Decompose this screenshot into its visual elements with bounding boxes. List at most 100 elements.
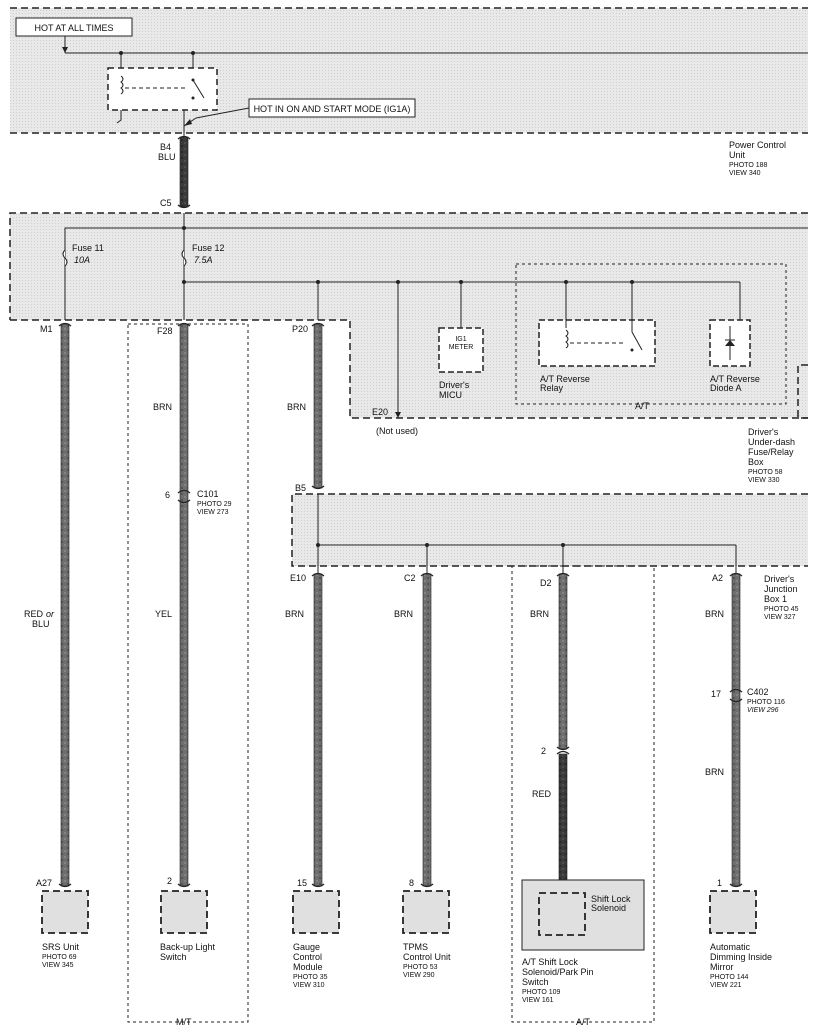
fuse-12: Fuse 12 7.5A: [192, 243, 225, 265]
svg-text:PHOTO 69: PHOTO 69: [42, 954, 77, 961]
fusebox-label: Driver's Under-dash Fuse/Relay Box PHOTO…: [748, 427, 795, 484]
micu-ig1-meter: IG1 METER Driver's MICU: [438, 327, 484, 400]
svg-text:Relay: Relay: [540, 383, 564, 393]
svg-text:Fuse 11: Fuse 11: [72, 243, 104, 253]
svg-text:Switch: Switch: [160, 952, 187, 962]
svg-text:A2: A2: [712, 573, 723, 583]
svg-text:PHOTO 116: PHOTO 116: [747, 699, 785, 706]
svg-text:A/T Reverse: A/T Reverse: [540, 374, 590, 384]
svg-text:Solenoid/Park Pin: Solenoid/Park Pin: [522, 967, 594, 977]
svg-text:Dimming Inside: Dimming Inside: [710, 952, 772, 962]
e20-pin: E20: [372, 407, 388, 417]
svg-text:PHOTO 45: PHOTO 45: [764, 606, 799, 613]
junction-box-1: [291, 493, 808, 574]
svg-text:Mirror: Mirror: [710, 962, 734, 972]
svg-text:2: 2: [167, 876, 172, 886]
svg-text:C101: C101: [197, 489, 219, 499]
fusebox-in-pin: C5: [160, 198, 172, 208]
svg-text:C2: C2: [404, 573, 416, 583]
svg-text:RED: RED: [24, 609, 44, 619]
svg-text:Unit: Unit: [729, 150, 746, 160]
svg-text:VIEW 345: VIEW 345: [42, 962, 74, 969]
jb-in-pin: B5: [295, 483, 306, 493]
svg-text:17: 17: [711, 689, 721, 699]
svg-text:SRS Unit: SRS Unit: [42, 942, 80, 952]
svg-text:Control Unit: Control Unit: [403, 952, 451, 962]
svg-text:or: or: [46, 609, 55, 619]
backup-light-circuit: M/T F28 BRN 6 C101 PHOTO 29 VIEW 273 YEL…: [127, 322, 249, 1027]
fuse-11: Fuse 11 10A: [72, 243, 104, 265]
svg-text:A/T: A/T: [576, 1017, 591, 1027]
svg-text:Driver's: Driver's: [764, 574, 795, 584]
svg-text:8: 8: [409, 878, 414, 888]
at-reverse-diode: A/T Reverse Diode A: [709, 319, 760, 393]
jb-label: Driver's Junction Box 1 PHOTO 45 VIEW 32…: [764, 574, 799, 621]
svg-text:PHOTO 35: PHOTO 35: [293, 974, 328, 981]
pcu-out-wire-color: BLU: [158, 152, 176, 162]
svg-text:BRN: BRN: [530, 609, 549, 619]
svg-text:VIEW 296: VIEW 296: [747, 707, 779, 714]
svg-text:Switch: Switch: [522, 977, 549, 987]
svg-text:PHOTO 53: PHOTO 53: [403, 964, 438, 971]
wire-pcu-to-fusebox: [179, 136, 189, 208]
shift-lock-circuit: A/T D2 BRN 2 RED Shift Lock Solenoid A/T…: [511, 565, 655, 1027]
svg-text:Box: Box: [748, 457, 764, 467]
svg-text:VIEW 310: VIEW 310: [293, 982, 325, 989]
svg-text:10A: 10A: [74, 255, 90, 265]
mirror-circuit: A2 BRN 17 C402 PHOTO 116 VIEW 296 BRN 1 …: [705, 572, 785, 989]
svg-text:MICU: MICU: [439, 390, 462, 400]
pcu-out-pin: B4: [160, 142, 171, 152]
svg-text:HOT IN ON AND START MODE (IG1A: HOT IN ON AND START MODE (IG1A): [254, 104, 411, 114]
ig1a-relay: [107, 51, 218, 140]
svg-text:A/T Reverse: A/T Reverse: [710, 374, 760, 384]
svg-text:7.5A: 7.5A: [194, 255, 213, 265]
svg-text:15: 15: [297, 878, 307, 888]
svg-text:BRN: BRN: [705, 767, 724, 777]
svg-text:M1: M1: [40, 324, 53, 334]
svg-text:VIEW 290: VIEW 290: [403, 972, 435, 979]
svg-text:Box 1: Box 1: [764, 594, 787, 604]
srs-circuit: M1 RED or BLU A27 SRS Unit PHOTO 69 VIEW…: [24, 322, 89, 969]
svg-text:Diode A: Diode A: [710, 383, 742, 393]
svg-text:YEL: YEL: [155, 609, 172, 619]
svg-text:VIEW 340: VIEW 340: [729, 170, 761, 177]
svg-text:BRN: BRN: [285, 609, 304, 619]
svg-text:M/T: M/T: [176, 1017, 192, 1027]
svg-text:BRN: BRN: [153, 402, 172, 412]
svg-text:F28: F28: [157, 326, 173, 336]
svg-text:Driver's: Driver's: [439, 380, 470, 390]
svg-text:Under-dash: Under-dash: [748, 437, 795, 447]
svg-text:PHOTO 29: PHOTO 29: [197, 501, 232, 508]
svg-text:A27: A27: [36, 878, 52, 888]
svg-text:PHOTO 58: PHOTO 58: [748, 469, 783, 476]
hot-at-all-times-callout: HOT AT ALL TIMES: [15, 17, 133, 53]
svg-text:Automatic: Automatic: [710, 942, 751, 952]
svg-text:P20: P20: [292, 324, 308, 334]
svg-text:A/T: A/T: [635, 401, 650, 411]
svg-text:VIEW 330: VIEW 330: [748, 477, 780, 484]
svg-text:IG1: IG1: [455, 336, 466, 343]
at-reverse-relay: A/T Reverse Relay: [538, 319, 656, 393]
svg-text:Back-up Light: Back-up Light: [160, 942, 216, 952]
svg-text:Fuse 12: Fuse 12: [192, 243, 225, 253]
svg-text:VIEW 221: VIEW 221: [710, 982, 742, 989]
svg-text:Power Control: Power Control: [729, 140, 786, 150]
svg-text:6: 6: [165, 490, 170, 500]
svg-text:Driver's: Driver's: [748, 427, 779, 437]
svg-text:E10: E10: [290, 573, 306, 583]
c5-connector: [177, 135, 191, 209]
svg-text:Control: Control: [293, 952, 322, 962]
svg-text:BRN: BRN: [287, 402, 306, 412]
svg-text:Module: Module: [293, 962, 323, 972]
pcu-label: Power Control Unit PHOTO 188 VIEW 340: [729, 140, 786, 177]
gauge-module-circuit: P20 BRN E10 BRN 15 Gauge Control Module …: [285, 322, 340, 989]
svg-text:VIEW 327: VIEW 327: [764, 614, 796, 621]
svg-text:RED: RED: [532, 789, 552, 799]
svg-text:1: 1: [717, 878, 722, 888]
under-dash-fuse-relay-box: [9, 212, 808, 419]
svg-text:HOT AT ALL TIMES: HOT AT ALL TIMES: [34, 23, 113, 33]
svg-text:VIEW 161: VIEW 161: [522, 997, 554, 1004]
svg-text:Shift Lock: Shift Lock: [591, 894, 631, 904]
svg-text:Junction: Junction: [764, 584, 798, 594]
